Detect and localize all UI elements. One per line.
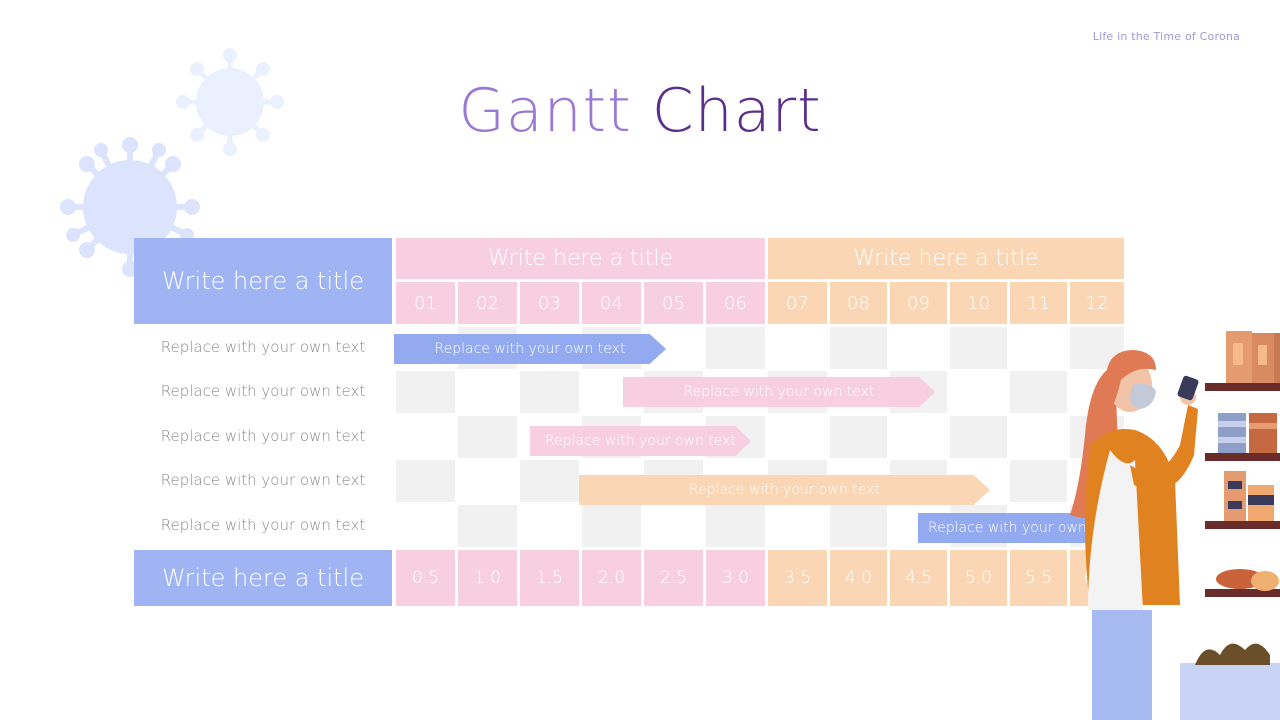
gantt-bar: Replace with your own text — [623, 377, 935, 407]
row-label: Replace with your own text — [160, 471, 366, 489]
month-header-cell: 06 — [706, 282, 765, 324]
grid-cell — [950, 327, 1007, 369]
page-title: Gantt Chart — [0, 76, 1280, 146]
grid-cell — [830, 505, 887, 547]
grid-cell — [830, 327, 887, 369]
grid-cell — [706, 327, 765, 369]
presentation-subtitle: Life in the Time of Corona — [1092, 30, 1240, 43]
grid-cell — [396, 460, 455, 502]
month-header-cell: 10 — [950, 282, 1007, 324]
month-header-cell: 01 — [396, 282, 455, 324]
row-label: Replace with your own text — [160, 516, 366, 534]
gantt-bar: Replace with your own text — [394, 334, 666, 364]
grid-cell — [458, 416, 517, 458]
grid-cell — [582, 505, 641, 547]
gantt-bar: Replace with your own text — [530, 426, 751, 456]
scale-cell: 1.0 — [458, 550, 517, 606]
month-header-cell: 04 — [582, 282, 641, 324]
month-header-cell: 09 — [890, 282, 947, 324]
scale-cell: 4.5 — [890, 550, 947, 606]
scale-cell: 2.5 — [644, 550, 703, 606]
row-label: Replace with your own text — [160, 338, 366, 356]
month-header-cell: 05 — [644, 282, 703, 324]
table-left-header: Write here a title — [134, 238, 392, 324]
grid-cell — [706, 505, 765, 547]
month-header-cell: 07 — [768, 282, 827, 324]
scale-cell: 5.5 — [1010, 550, 1067, 606]
table-footer-title: Write here a title — [134, 550, 392, 606]
woman-shopping-illustration — [1070, 331, 1280, 720]
group-1-title: Write here a title — [396, 238, 765, 279]
month-header-cell: 02 — [458, 282, 517, 324]
scale-cell: 5.0 — [950, 550, 1007, 606]
row-label: Replace with your own text — [160, 382, 366, 400]
month-header-cell: 03 — [520, 282, 579, 324]
scale-cell: 3.5 — [768, 550, 827, 606]
grid-cell — [1010, 460, 1067, 502]
grid-cell — [396, 371, 455, 413]
group-2-title: Write here a title — [768, 238, 1124, 279]
month-header-cell: 11 — [1010, 282, 1067, 324]
grid-cell — [950, 416, 1007, 458]
title-part-1: Gantt — [458, 76, 632, 146]
month-header-cell: 12 — [1070, 282, 1124, 324]
gantt-bar: Replace with your own text — [579, 475, 990, 505]
scale-cell: 0.5 — [396, 550, 455, 606]
grid-cell — [1010, 371, 1067, 413]
grid-cell — [458, 505, 517, 547]
grid-cell — [520, 371, 579, 413]
virus-icon — [176, 48, 284, 156]
grid-cell — [830, 416, 887, 458]
scale-cell: 4.0 — [830, 550, 887, 606]
scale-cell: 1.5 — [520, 550, 579, 606]
scale-cell: 2.0 — [582, 550, 641, 606]
month-header-cell: 08 — [830, 282, 887, 324]
scale-cell: 3.0 — [706, 550, 765, 606]
row-label: Replace with your own text — [160, 427, 366, 445]
grid-cell — [520, 460, 579, 502]
title-part-2: Chart — [651, 76, 822, 146]
